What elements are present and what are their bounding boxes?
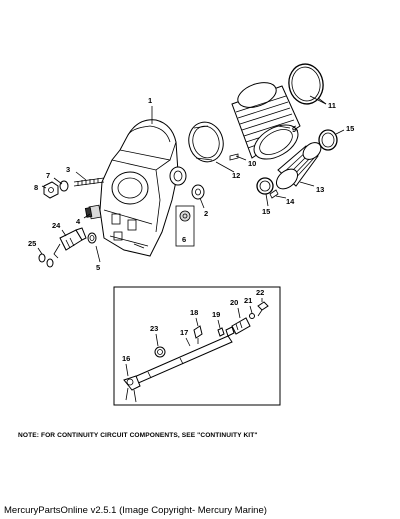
- clip-part-14: [269, 189, 279, 199]
- stud-part-3: [73, 177, 105, 187]
- callout-14: 14: [286, 197, 295, 206]
- clamp-part-15-lower: [256, 177, 274, 195]
- small-bellows: [275, 142, 322, 190]
- callout-labels: 1 2 3 4 5 6 7 8 9 10 11 12 13 14 15 15 1…: [28, 96, 354, 363]
- callout-3: 3: [66, 165, 70, 174]
- callout-16: 16: [122, 354, 130, 363]
- callout-8: 8: [34, 183, 38, 192]
- callout-11: 11: [328, 101, 336, 110]
- continuity-note: NOTE: FOR CONTINUITY CIRCUIT COMPONENTS,…: [18, 432, 258, 439]
- gimbal-housing: [99, 119, 187, 257]
- callout-22: 22: [256, 288, 264, 297]
- fitting-part-4: [84, 204, 102, 220]
- callout-24: 24: [52, 221, 61, 230]
- callout-20: 20: [230, 298, 238, 307]
- callout-23: 23: [150, 324, 158, 333]
- callout-7: 7: [46, 171, 50, 180]
- callout-4: 4: [76, 217, 81, 226]
- washer-part-25: [38, 253, 54, 268]
- oring-part-5: [87, 232, 97, 244]
- callout-25: 25: [28, 239, 36, 248]
- callout-19: 19: [212, 310, 220, 319]
- shift-cable-subassembly: [113, 286, 281, 406]
- callout-15-upper: 15: [346, 124, 354, 133]
- callout-18: 18: [190, 308, 198, 317]
- washer-part-7: [59, 180, 69, 192]
- washer-part-2: [191, 184, 205, 200]
- nut-part-8: [43, 181, 59, 199]
- callout-21: 21: [244, 296, 252, 305]
- callout-1: 1: [148, 96, 152, 105]
- callout-6: 6: [182, 235, 186, 244]
- upper-leader-lines: [37, 95, 345, 263]
- callout-15-lower: 15: [262, 207, 270, 216]
- copyright-footer: MercuryPartsOnline v2.5.1 (Image Copyrig…: [4, 505, 267, 516]
- exhaust-ring: [188, 121, 224, 163]
- clip-part-10: [229, 153, 239, 161]
- bushing-part-6: [175, 205, 195, 247]
- clamp-part-15-upper: [318, 129, 338, 151]
- callout-9: 9: [292, 125, 296, 134]
- callout-12: 12: [232, 171, 240, 180]
- callout-13: 13: [316, 185, 324, 194]
- callout-17: 17: [180, 328, 188, 337]
- callout-10: 10: [248, 159, 256, 168]
- bellows-clamp-large: [288, 63, 327, 105]
- callout-5: 5: [96, 263, 100, 272]
- sensor-part-24: [53, 227, 87, 259]
- callout-2: 2: [204, 209, 208, 218]
- large-bellows: [231, 82, 301, 160]
